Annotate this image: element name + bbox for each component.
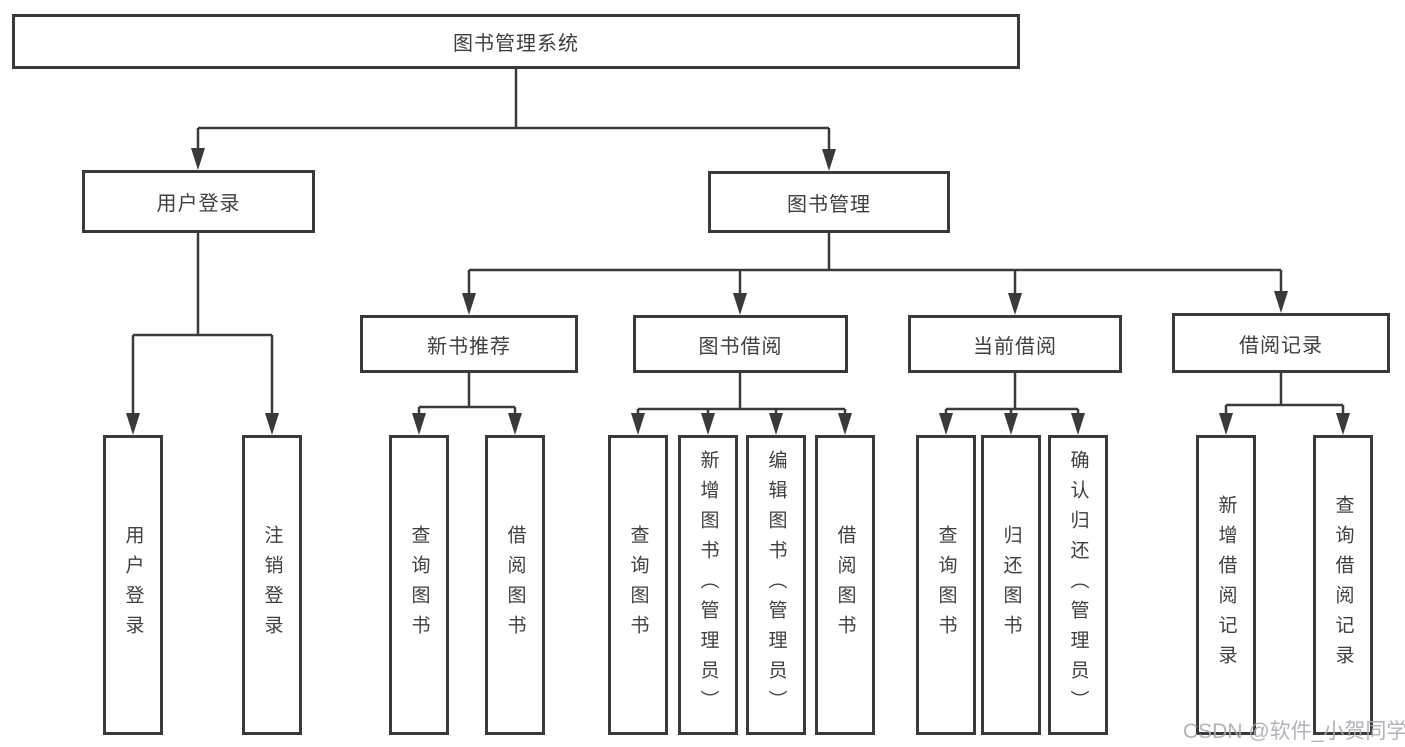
leaf-borrowing-borrow-books: 借阅图书: [815, 435, 875, 735]
node-new-book-recommend: 新书推荐: [360, 315, 578, 373]
leaf-borrowing-add-books-admin: 新增图书（管理员）: [678, 435, 738, 735]
leaf-current-confirm-return-admin-label: 确认归还（管理员）: [1067, 450, 1089, 720]
leaf-recommend-query-books: 查询图书: [389, 435, 449, 735]
leaf-borrowing-query-books: 查询图书: [608, 435, 668, 735]
leaf-records-query-record: 查询借阅记录: [1313, 435, 1373, 735]
node-borrowing-records-label: 借阅记录: [1239, 334, 1323, 357]
leaf-borrowing-borrow-books-label: 借阅图书: [834, 525, 856, 645]
leaf-logout-label: 注销登录: [261, 525, 283, 645]
leaf-logout: 注销登录: [242, 435, 302, 735]
node-book-borrowing: 图书借阅: [633, 315, 848, 373]
leaf-user-login: 用户登录: [103, 435, 163, 735]
leaf-current-return-books: 归还图书: [981, 435, 1041, 735]
node-book-management-label: 图书管理: [787, 193, 871, 216]
leaf-current-return-books-label: 归还图书: [1000, 525, 1022, 645]
leaf-current-query-books: 查询图书: [916, 435, 976, 735]
leaf-user-login-label: 用户登录: [122, 525, 144, 645]
arrowheads: [126, 148, 1350, 435]
node-root: 图书管理系统: [12, 14, 1020, 69]
node-borrowing-records: 借阅记录: [1172, 313, 1390, 373]
node-book-borrowing-label: 图书借阅: [698, 335, 783, 358]
leaf-borrowing-edit-books-admin: 编辑图书（管理员）: [746, 435, 806, 735]
leaf-records-query-record-label: 查询借阅记录: [1332, 495, 1354, 675]
node-current-borrowing: 当前借阅: [908, 315, 1122, 373]
leaf-records-add-record: 新增借阅记录: [1196, 435, 1256, 735]
csdn-watermark: CSDN @软件_小贺同学: [1183, 720, 1405, 743]
leaf-borrowing-add-books-admin-label: 新增图书（管理员）: [697, 450, 719, 720]
leaf-recommend-query-books-label: 查询图书: [408, 525, 430, 645]
leaf-recommend-borrow-books: 借阅图书: [485, 435, 545, 735]
leaf-borrowing-query-books-label: 查询图书: [627, 525, 649, 645]
node-new-book-recommend-label: 新书推荐: [427, 335, 511, 358]
node-book-management: 图书管理: [708, 171, 950, 233]
leaf-records-add-record-label: 新增借阅记录: [1215, 495, 1237, 675]
leaf-current-confirm-return-admin: 确认归还（管理员）: [1048, 435, 1108, 735]
leaf-recommend-borrow-books-label: 借阅图书: [504, 525, 526, 645]
leaf-borrowing-edit-books-admin-label: 编辑图书（管理员）: [765, 450, 787, 720]
node-user-login: 用户登录: [82, 170, 315, 233]
node-user-login-label: 用户登录: [156, 193, 241, 215]
node-current-borrowing-label: 当前借阅: [973, 335, 1057, 358]
leaf-current-query-books-label: 查询图书: [935, 525, 957, 645]
node-root-label: 图书管理系统: [453, 33, 579, 55]
